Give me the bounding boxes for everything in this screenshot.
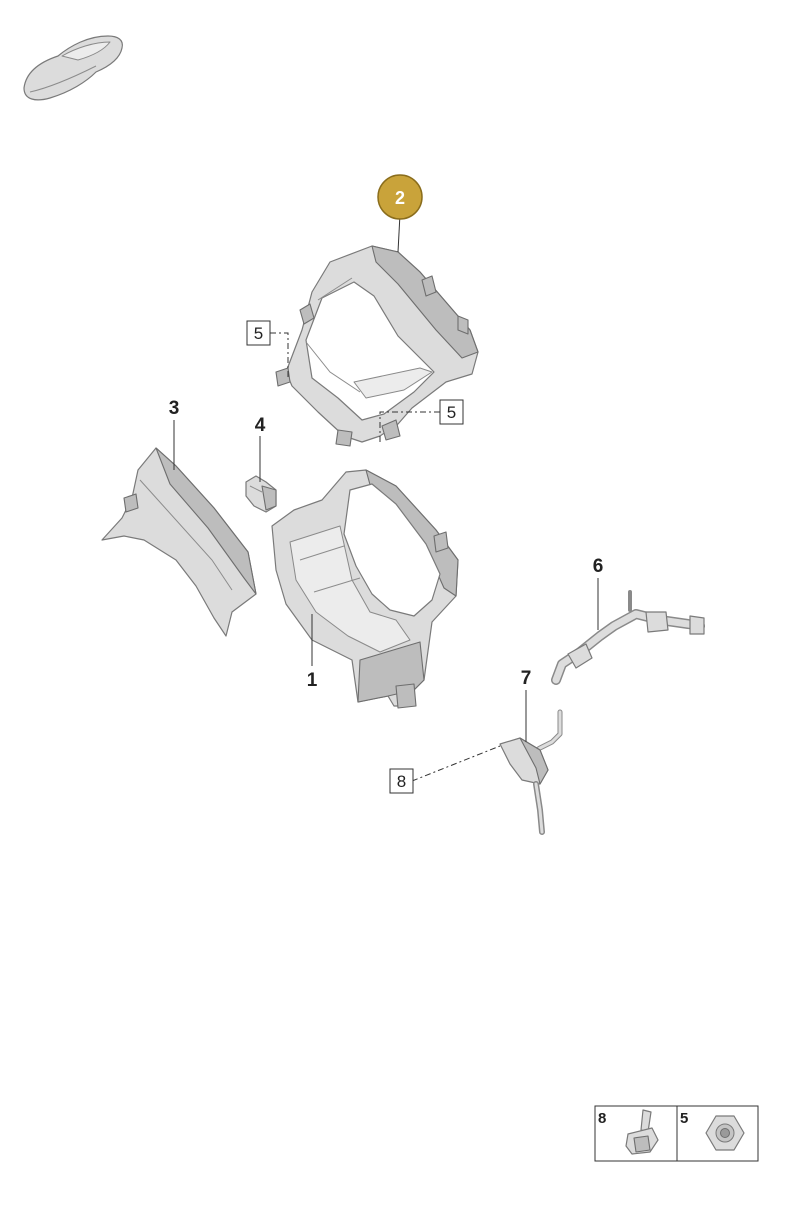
callout-3[interactable]: 3 bbox=[169, 398, 180, 419]
callout-8-label: 8 bbox=[397, 772, 406, 791]
hex-nut-icon bbox=[705, 1115, 745, 1151]
callout-6[interactable]: 6 bbox=[593, 556, 604, 577]
rivet-clip-icon bbox=[625, 1109, 659, 1155]
callout-2-badge bbox=[377, 174, 423, 220]
callout-5-box-left[interactable]: 5 bbox=[246, 320, 271, 346]
callout-box-frame bbox=[439, 399, 464, 425]
small-parts-legend: 8 5 bbox=[594, 1105, 759, 1162]
legend-cell-5[interactable]: 5 bbox=[680, 1110, 745, 1151]
part-2-frame-housing bbox=[275, 245, 479, 447]
part-7-sensor-bracket bbox=[499, 709, 563, 835]
callout-7[interactable]: 7 bbox=[521, 668, 532, 689]
callout-5-right-label: 5 bbox=[447, 403, 456, 422]
leader-lines bbox=[173, 213, 599, 782]
car-thumbnail-icon bbox=[23, 35, 123, 101]
callout-box-frame bbox=[389, 768, 414, 794]
callout-box-frame bbox=[246, 320, 271, 346]
legend-number-8: 8 bbox=[598, 1110, 606, 1127]
callout-2-highlighted[interactable]: 2 bbox=[377, 174, 423, 220]
callout-2-label: 2 bbox=[395, 188, 405, 208]
part-1-lower-housing bbox=[271, 469, 459, 709]
part-4-bracket bbox=[245, 475, 277, 513]
callout-5-box-right[interactable]: 5 bbox=[439, 399, 464, 425]
legend-number-5: 5 bbox=[680, 1110, 688, 1127]
callout-1[interactable]: 1 bbox=[307, 670, 318, 691]
callout-4[interactable]: 4 bbox=[255, 415, 266, 436]
legend-cell-8[interactable]: 8 bbox=[598, 1109, 659, 1155]
part-3-side-panel bbox=[101, 447, 257, 637]
part-6-hose bbox=[551, 590, 705, 685]
callout-8-box[interactable]: 8 bbox=[389, 768, 414, 794]
callout-5-left-label: 5 bbox=[254, 324, 263, 343]
